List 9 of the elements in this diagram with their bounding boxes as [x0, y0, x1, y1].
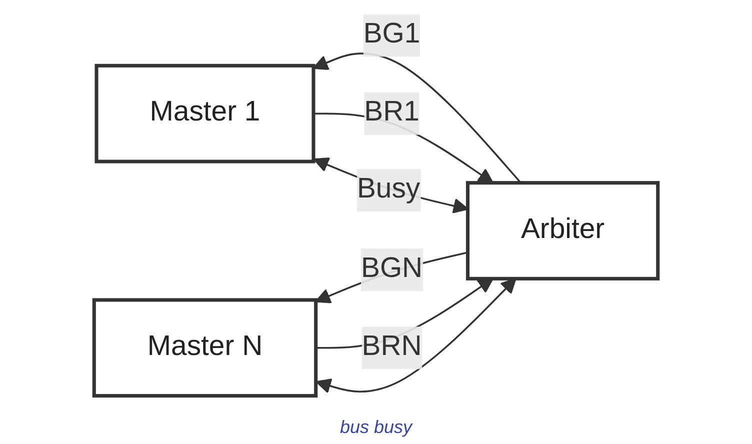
- node-box: Arbiter: [466, 181, 660, 280]
- handwritten-note: bus busy: [340, 416, 412, 438]
- edge-label: BGN: [361, 254, 423, 284]
- edge-label: BR1: [364, 98, 420, 128]
- node-box: Master 1: [94, 64, 316, 164]
- node-box: Master N: [92, 298, 318, 398]
- edge-label: BG1: [363, 20, 420, 50]
- edge-label: BRN: [362, 332, 422, 362]
- edge-label: Busy: [356, 174, 420, 205]
